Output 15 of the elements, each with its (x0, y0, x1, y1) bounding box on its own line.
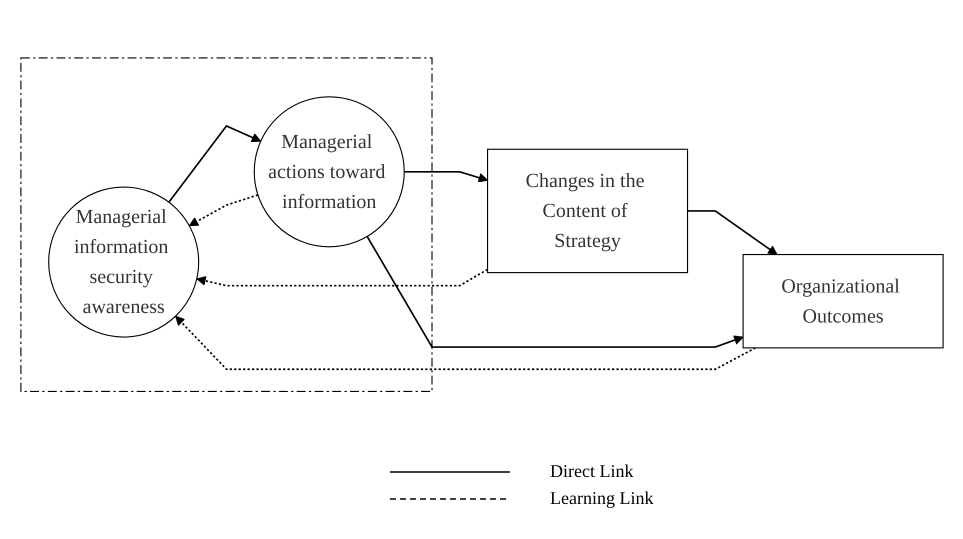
arrow (168, 125, 261, 204)
arrow (687, 210, 777, 256)
arrow (366, 236, 744, 348)
node-box (742, 254, 944, 349)
flow-diagram: Managerial information security awareness Managerial actions toward information Changes in the Content of Strategy Organizational Outcomes (12, 49, 952, 401)
arrow (174, 316, 756, 370)
node-circle (48, 186, 199, 338)
cluster (20, 58, 432, 392)
node-box (486, 149, 688, 274)
arrow (196, 269, 488, 287)
legend-label: Learning Link (550, 488, 654, 509)
arrow (404, 171, 488, 183)
legend-label: Direct Link (550, 461, 634, 482)
arrow (188, 194, 258, 226)
node-circle (253, 96, 404, 248)
